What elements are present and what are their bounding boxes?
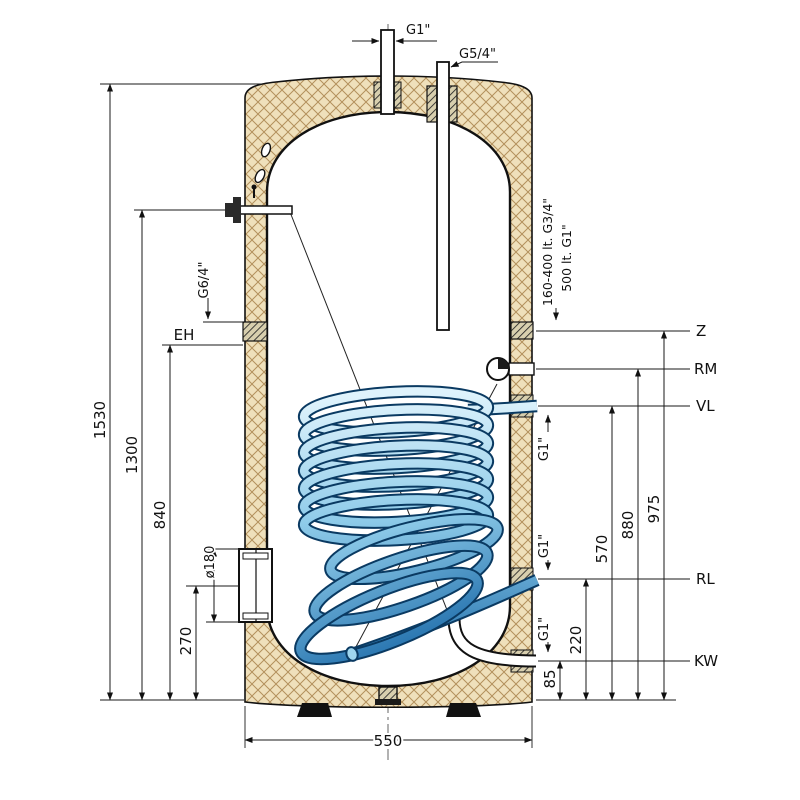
z-port	[510, 321, 534, 340]
coil-loop	[326, 514, 502, 584]
coil-loop	[296, 568, 482, 664]
size-label-kw: G1"	[537, 617, 552, 641]
dim-label-85: 85	[541, 669, 559, 688]
dim-label-1530: 1530	[91, 401, 109, 439]
tank-foot-left	[297, 703, 332, 717]
insulation-clip	[260, 142, 272, 158]
heat-exchanger-coil	[294, 385, 540, 666]
coil-end-cap	[345, 646, 359, 662]
dimension-lines	[100, 37, 690, 748]
label-d180: ø180	[203, 546, 218, 579]
label-eh: EH	[174, 326, 195, 344]
port-label-kw: KW	[694, 652, 718, 670]
dim-label-1300: 1300	[123, 436, 141, 474]
drain-plate	[375, 699, 401, 705]
port-label-rl: RL	[696, 570, 715, 588]
label-g1-top: G1"	[406, 23, 430, 38]
dim-label-975: 975	[645, 495, 663, 524]
dim-label-270: 270	[177, 627, 195, 656]
coil-loop	[299, 477, 493, 527]
flange-d180	[238, 548, 273, 623]
port-label-vl: VL	[696, 397, 715, 415]
size-label-eh: G6/4"	[197, 262, 212, 299]
coil-loop	[310, 541, 492, 625]
dim-label-550: 550	[374, 732, 403, 750]
dim-label-880: 880	[619, 511, 637, 540]
top-connection-pipe	[380, 29, 395, 115]
port-label-rm: RM	[694, 360, 717, 378]
leader-g54	[450, 61, 498, 68]
label-g54: G5/4"	[459, 47, 496, 62]
sensor-dip-tube	[436, 61, 450, 331]
port-label-z: Z	[696, 322, 706, 340]
eh-port	[242, 321, 268, 342]
size-label-vl: G1"	[537, 437, 552, 461]
dim-label-570: 570	[593, 535, 611, 564]
tank-foot-right	[446, 703, 481, 717]
drain-plug	[378, 686, 398, 701]
insulation-clip	[254, 168, 266, 184]
note-large-volume: 500 lt. G1"	[559, 224, 574, 292]
dim-label-220: 220	[567, 626, 585, 655]
coil-feed-vl-fill	[467, 401, 538, 415]
dim-label-840: 840	[151, 501, 169, 530]
size-label-rl: G1"	[537, 534, 552, 558]
rm-port	[486, 357, 535, 381]
thermometer-fitting	[134, 184, 293, 223]
note-small-volume: 160-400 lt. G3/4"	[540, 198, 555, 306]
